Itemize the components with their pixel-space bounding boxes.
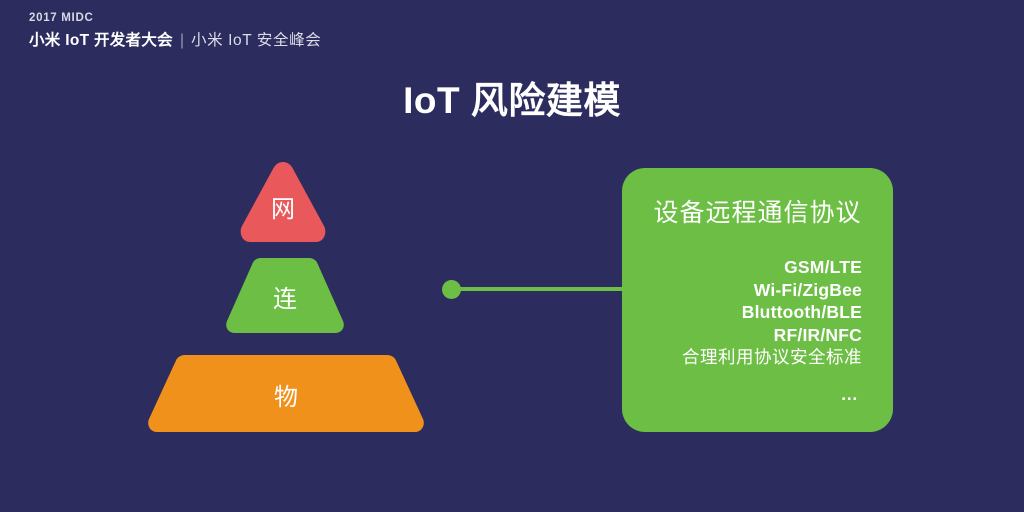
- trapezoid-shape-icon: [135, 352, 437, 435]
- list-item: GSM/LTE: [784, 257, 862, 277]
- triangle-shape-icon: [237, 160, 329, 245]
- pyramid-tier-thing-label: 物: [274, 384, 298, 411]
- pyramid-tier-thing: 物: [135, 352, 437, 435]
- pyramid-tier-network: 网: [237, 160, 329, 245]
- pyramid-tier-connect: 连: [185, 255, 385, 335]
- list-item-ellipsis: …: [840, 383, 860, 404]
- protocol-panel-list: GSM/LTE Wi-Fi/ZigBee Bluttooth/BLE RF/IR…: [653, 256, 862, 405]
- connector: [442, 279, 630, 299]
- pyramid-tier-connect-label: 连: [273, 285, 297, 313]
- protocol-panel-title: 设备远程通信协议: [653, 199, 862, 227]
- pyramid-tier-network-label: 网: [271, 196, 295, 223]
- brand-sub-title: 小米 IoT 安全峰会: [191, 31, 322, 49]
- protocol-panel: 设备远程通信协议 GSM/LTE Wi-Fi/ZigBee Bluttooth/…: [622, 168, 893, 432]
- trapezoid-shape-icon: [185, 255, 385, 335]
- brand-title-row: 小米 IoT 开发者大会 | 小米 IoT 安全峰会: [29, 32, 321, 50]
- brand-event-year: 2017 MIDC: [29, 12, 94, 24]
- connector-line: [458, 287, 630, 291]
- pyramid-diagram: 网 连 物: [130, 155, 450, 445]
- page-title: IoT 风险建模: [403, 80, 621, 121]
- list-item: 合理利用协议安全标准: [682, 347, 862, 367]
- list-item: Bluttooth/BLE: [741, 302, 862, 322]
- brand-main-title: 小米 IoT 开发者大会: [29, 31, 173, 49]
- connector-dot-icon: [442, 280, 461, 299]
- brand-header: 2017 MIDC 小米 IoT 开发者大会 | 小米 IoT 安全峰会: [29, 12, 321, 50]
- brand-separator: |: [179, 31, 184, 49]
- list-item: RF/IR/NFC: [773, 324, 862, 345]
- list-item: Wi-Fi/ZigBee: [753, 279, 862, 300]
